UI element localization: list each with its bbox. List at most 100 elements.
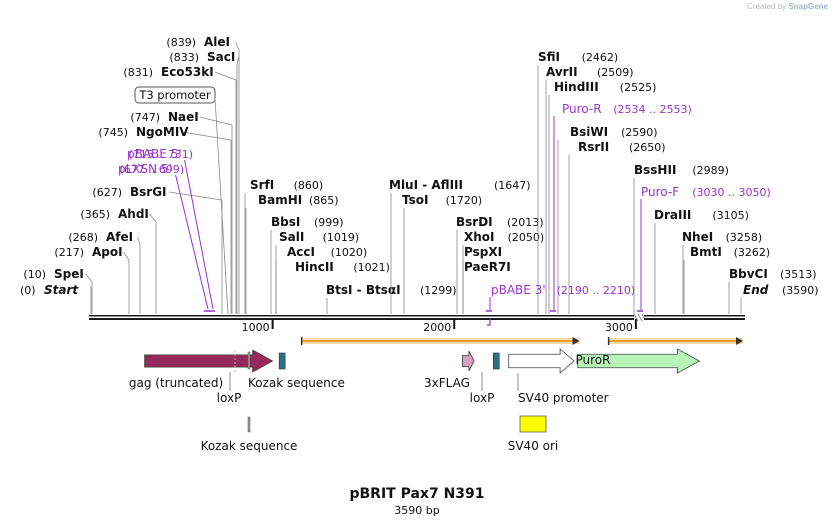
site-connector bbox=[236, 56, 239, 66]
site-label-eco53ki: Eco53kI bbox=[161, 65, 214, 79]
site-pos-rsrii: (2650) bbox=[629, 141, 666, 154]
site-pos-ahdi: (365) bbox=[80, 208, 110, 221]
site-label-bamhi: BamHI bbox=[258, 193, 302, 207]
site-connector bbox=[123, 251, 130, 261]
site-connector bbox=[235, 41, 240, 51]
t3-promoter-box bbox=[134, 86, 216, 104]
site-pos-draiii: (3105) bbox=[712, 209, 749, 222]
site-connector bbox=[85, 273, 93, 283]
scale-tick-label: 3000 bbox=[605, 321, 633, 334]
site-pos-acci: (1020) bbox=[331, 246, 368, 259]
site-connector bbox=[182, 131, 232, 141]
site-label-acci: AccI bbox=[287, 245, 315, 259]
feature-label: loxP bbox=[217, 391, 242, 405]
scale-tick-label: 1000 bbox=[242, 321, 270, 334]
site-pos-avrii: (2509) bbox=[597, 66, 634, 79]
feature-loxp bbox=[278, 352, 286, 370]
site-pos-apoi: (217) bbox=[54, 246, 84, 259]
site-connector bbox=[137, 236, 141, 246]
site-label-nhei: NheI bbox=[682, 230, 713, 244]
primer-pbabe-3-hook bbox=[487, 319, 491, 326]
backbone-break bbox=[634, 314, 645, 321]
backbone-inner bbox=[89, 316, 745, 318]
site-pos-hindiii: (2525) bbox=[620, 81, 657, 94]
end-pos: (3590) bbox=[782, 284, 819, 297]
site-label-spei: SpeI bbox=[54, 267, 84, 281]
primer-pbabe-5-pos: (715 .. 731) bbox=[128, 148, 193, 161]
orf-arrowhead bbox=[736, 337, 743, 345]
primer-plxsn-5-pos: (677 .. 699) bbox=[119, 163, 184, 176]
site-label-bsshii: BssHII bbox=[634, 163, 676, 177]
map-subtitle: 3590 bp bbox=[394, 504, 440, 517]
snapgene-logo: SnapGene bbox=[788, 2, 828, 11]
feature-sv40-promoter bbox=[508, 348, 575, 374]
site-pos-sali: (1019) bbox=[323, 231, 360, 244]
site-pos-nhei: (3258) bbox=[726, 231, 763, 244]
primer-puro-r-pos: (2534 .. 2553) bbox=[613, 103, 692, 116]
site-pos-btsi-bts-i: (1299) bbox=[420, 284, 457, 297]
primer-puro-f-pos: (3030 .. 3050) bbox=[692, 186, 771, 199]
site-pos-bsrdi: (2013) bbox=[507, 216, 544, 229]
start-label: Start bbox=[44, 283, 79, 297]
backbone-break-hatch bbox=[633, 313, 645, 322]
site-label-naei: NaeI bbox=[168, 110, 199, 124]
site-connector bbox=[168, 191, 223, 201]
site-pos-eco53ki: (831) bbox=[123, 66, 153, 79]
site-label-hindiii: HindIII bbox=[554, 80, 599, 94]
credit-prefix: Created by bbox=[747, 2, 787, 11]
feature-label: SV40 promoter bbox=[518, 391, 609, 405]
site-pos-bbsi: (999) bbox=[314, 216, 344, 229]
feature-gag-truncated bbox=[144, 349, 274, 373]
feature-kozak-sequence bbox=[247, 351, 251, 370]
primer-pbabe-3-pos: (2190 .. 2210) bbox=[557, 284, 636, 297]
site-pos-xhoi: (2050) bbox=[508, 231, 545, 244]
site-connector bbox=[214, 71, 237, 81]
site-label-saci: SacI bbox=[207, 50, 235, 64]
primer-plxsn-5-label: pLXSN 5' bbox=[118, 162, 172, 176]
t3-promoter-label: T3 promoter bbox=[138, 88, 211, 102]
scale-tick-label: 2000 bbox=[423, 321, 451, 334]
site-label-bsrgi: BsrGI bbox=[130, 185, 167, 199]
site-label-ngomiv: NgoMIV bbox=[136, 125, 189, 139]
start-pos: (0) bbox=[20, 284, 36, 297]
feature-label: gag (truncated) bbox=[129, 376, 223, 390]
site-pos-naei: (747) bbox=[130, 111, 160, 124]
site-label-afei: AfeI bbox=[106, 230, 133, 244]
site-pos-mlui-afliii: (1647) bbox=[494, 179, 531, 192]
primer-pbabe-5-connector bbox=[184, 159, 214, 310]
site-label-sali: SalI bbox=[279, 230, 304, 244]
site-pos-bsrgi: (627) bbox=[92, 186, 122, 199]
site-label-mlui-afliii: MluI - AflIII bbox=[389, 178, 463, 192]
site-pos-srfi: (860) bbox=[294, 179, 324, 192]
site-pos-saci: (833) bbox=[169, 51, 199, 64]
site-pos-bsshii: (2989) bbox=[692, 164, 729, 177]
feature-label: Kozak sequence bbox=[201, 439, 298, 453]
end-label: End bbox=[743, 283, 769, 297]
site-label-draiii: DraIII bbox=[654, 208, 691, 222]
site-pos-bsiwi: (2590) bbox=[621, 126, 658, 139]
site-label-avrii: AvrII bbox=[546, 65, 578, 79]
site-label-pspxi: PspXI bbox=[464, 245, 502, 259]
primer-pbabe-5-label: pBABE 5' bbox=[127, 147, 182, 161]
primer-pbabe-3-label: pBABE 3' bbox=[491, 283, 546, 297]
site-pos-ngomiv: (745) bbox=[98, 126, 128, 139]
site-label-xhoi: XhoI bbox=[464, 230, 495, 244]
feature-label: Kozak sequence bbox=[248, 376, 345, 390]
site-connector bbox=[149, 213, 157, 223]
site-label-ahdi: AhdI bbox=[118, 207, 149, 221]
site-pos-sfii: (2462) bbox=[582, 51, 619, 64]
feature-label: SV40 ori bbox=[508, 439, 559, 453]
site-pos-bbvci: (3513) bbox=[780, 268, 817, 281]
site-label-bbvci: BbvCI bbox=[729, 267, 768, 281]
site-pos-bmti: (3262) bbox=[734, 246, 771, 259]
site-label-tsoi: TsoI bbox=[402, 193, 428, 207]
feature-3xflag bbox=[462, 350, 475, 372]
primer-puro-r-label: Puro-R bbox=[562, 102, 602, 116]
feature-kozak-sequence bbox=[247, 416, 251, 433]
site-pos-bamhi: (865) bbox=[309, 194, 339, 207]
site-label-bsiwi: BsiWI bbox=[570, 125, 608, 139]
site-label-btsi-bts-i: BtsI - BtsαI bbox=[326, 283, 401, 297]
map-title: pBRIT Pax7 N391 bbox=[349, 486, 485, 502]
site-pos-afei: (268) bbox=[68, 231, 98, 244]
